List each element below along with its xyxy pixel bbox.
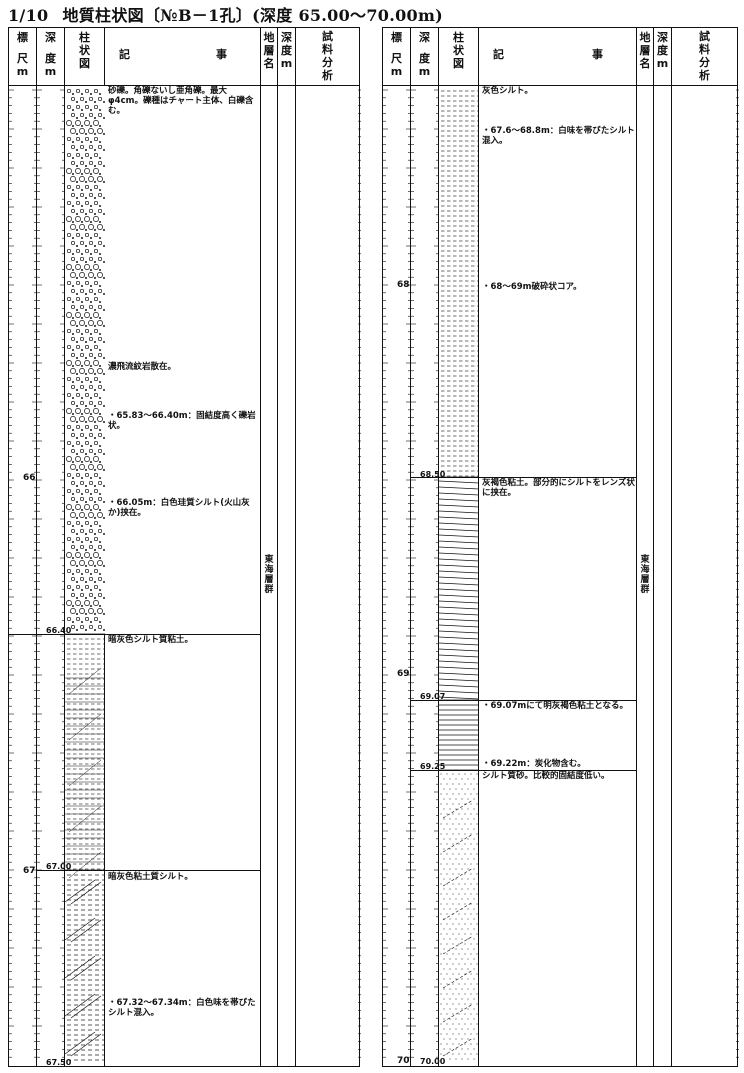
description-clayey-silt: 暗灰色粘土質シルト。 bbox=[108, 872, 193, 882]
dashed-silt-pattern-icon bbox=[65, 874, 105, 1061]
header-formation-right: 地層名 bbox=[637, 28, 654, 86]
scale-label-69: 69 bbox=[397, 669, 410, 679]
description-grey-brown-clay: 灰褐色粘土。部分的にシルトをレンズ状に挟在。 bbox=[482, 478, 635, 498]
title-text: 地質柱状図〔№B－1孔〕(深度 65.00～70.00m) bbox=[62, 6, 444, 25]
depth-label-68-50: 68.50 bbox=[420, 470, 446, 479]
description-silty-sand: シルト質砂。比較的固結度低い。 bbox=[482, 771, 610, 781]
dashed-silt-pattern-icon bbox=[67, 638, 105, 870]
scale-label-66: 66 bbox=[23, 473, 36, 483]
header-column: 柱状図 bbox=[65, 28, 105, 86]
scale-label-67: 67 bbox=[23, 866, 36, 876]
dotted-sand-pattern-icon bbox=[440, 773, 478, 1060]
scale-label-70: 70 bbox=[397, 1056, 410, 1066]
description-volcanic-ash: ・66.05m：白色珪質シルト(火山灰か)挟在。 bbox=[108, 498, 250, 518]
tick-marks bbox=[9, 89, 361, 1058]
header-description-right: 記事 bbox=[479, 28, 637, 86]
title-scale: 1/10 bbox=[8, 6, 49, 25]
lithology-column-right bbox=[439, 90, 479, 1060]
formation-name-right: 東海層群 bbox=[640, 555, 650, 595]
formation-name-left: 東海層群 bbox=[264, 555, 274, 595]
header-sample-right: 試料分析 bbox=[672, 28, 737, 86]
depth-label-69-07: 69.07 bbox=[420, 692, 446, 701]
description-fractured-core: ・68～69m破砕状コア。 bbox=[482, 282, 582, 292]
header-sample: 試料分析 bbox=[296, 28, 359, 86]
scale-ticks-left bbox=[9, 89, 361, 1058]
scale-label-68: 68 bbox=[397, 280, 410, 290]
description-silty-clay: 暗灰色シルト質粘土。 bbox=[108, 635, 194, 645]
header-description: 記事 bbox=[105, 28, 261, 86]
horizontal-clay-pattern-icon bbox=[439, 704, 479, 766]
horizontal-clay-pattern-icon bbox=[439, 480, 479, 700]
header-formation: 地層名 bbox=[261, 28, 278, 86]
description-carbonized: ・69.22m：炭化物含む。 bbox=[482, 759, 586, 769]
header-column-right: 柱状図 bbox=[439, 28, 479, 86]
description-rhyolite: 濃飛流紋岩散在。 bbox=[108, 362, 177, 372]
description-white-silt-right: ・67.6～68.8m：白味を帯びたシルト混入。 bbox=[482, 126, 635, 146]
description-gravel: 砂礫。角礫ないし亜角礫。最大φ4cm。礫種はチャート主体、白礫含む。 bbox=[108, 86, 254, 116]
depth-label-66-40: 66.40 bbox=[46, 626, 72, 635]
depth-label-69-25: 69.25 bbox=[420, 762, 446, 771]
description-white-silt: ・67.32～67.34m：白色味を帯びたシルト混入。 bbox=[108, 998, 256, 1018]
depth-label-67-50: 67.50 bbox=[46, 1058, 72, 1067]
depth-label-67-00: 67.00 bbox=[46, 862, 72, 871]
page-title: 1/10 地質柱状図〔№B－1孔〕(深度 65.00～70.00m) bbox=[8, 2, 443, 26]
scale-ticks-right bbox=[383, 89, 739, 1058]
description-light-clay: ・69.07mにて明灰褐色粘土となる。 bbox=[482, 701, 628, 711]
horizontal-clay-pattern-icon bbox=[65, 667, 105, 879]
gravel-pattern-icon bbox=[65, 86, 105, 634]
dashed-silt-pattern-icon bbox=[441, 90, 479, 477]
lithology-column-left bbox=[65, 86, 105, 1061]
description-conglomerate: ・65.83～66.40m：固結度高く礫岩状。 bbox=[108, 411, 256, 431]
description-grey-silt: 灰色シルト。 bbox=[482, 86, 533, 96]
depth-label-70-00: 70.00 bbox=[420, 1057, 446, 1066]
tick-marks bbox=[383, 89, 739, 1058]
